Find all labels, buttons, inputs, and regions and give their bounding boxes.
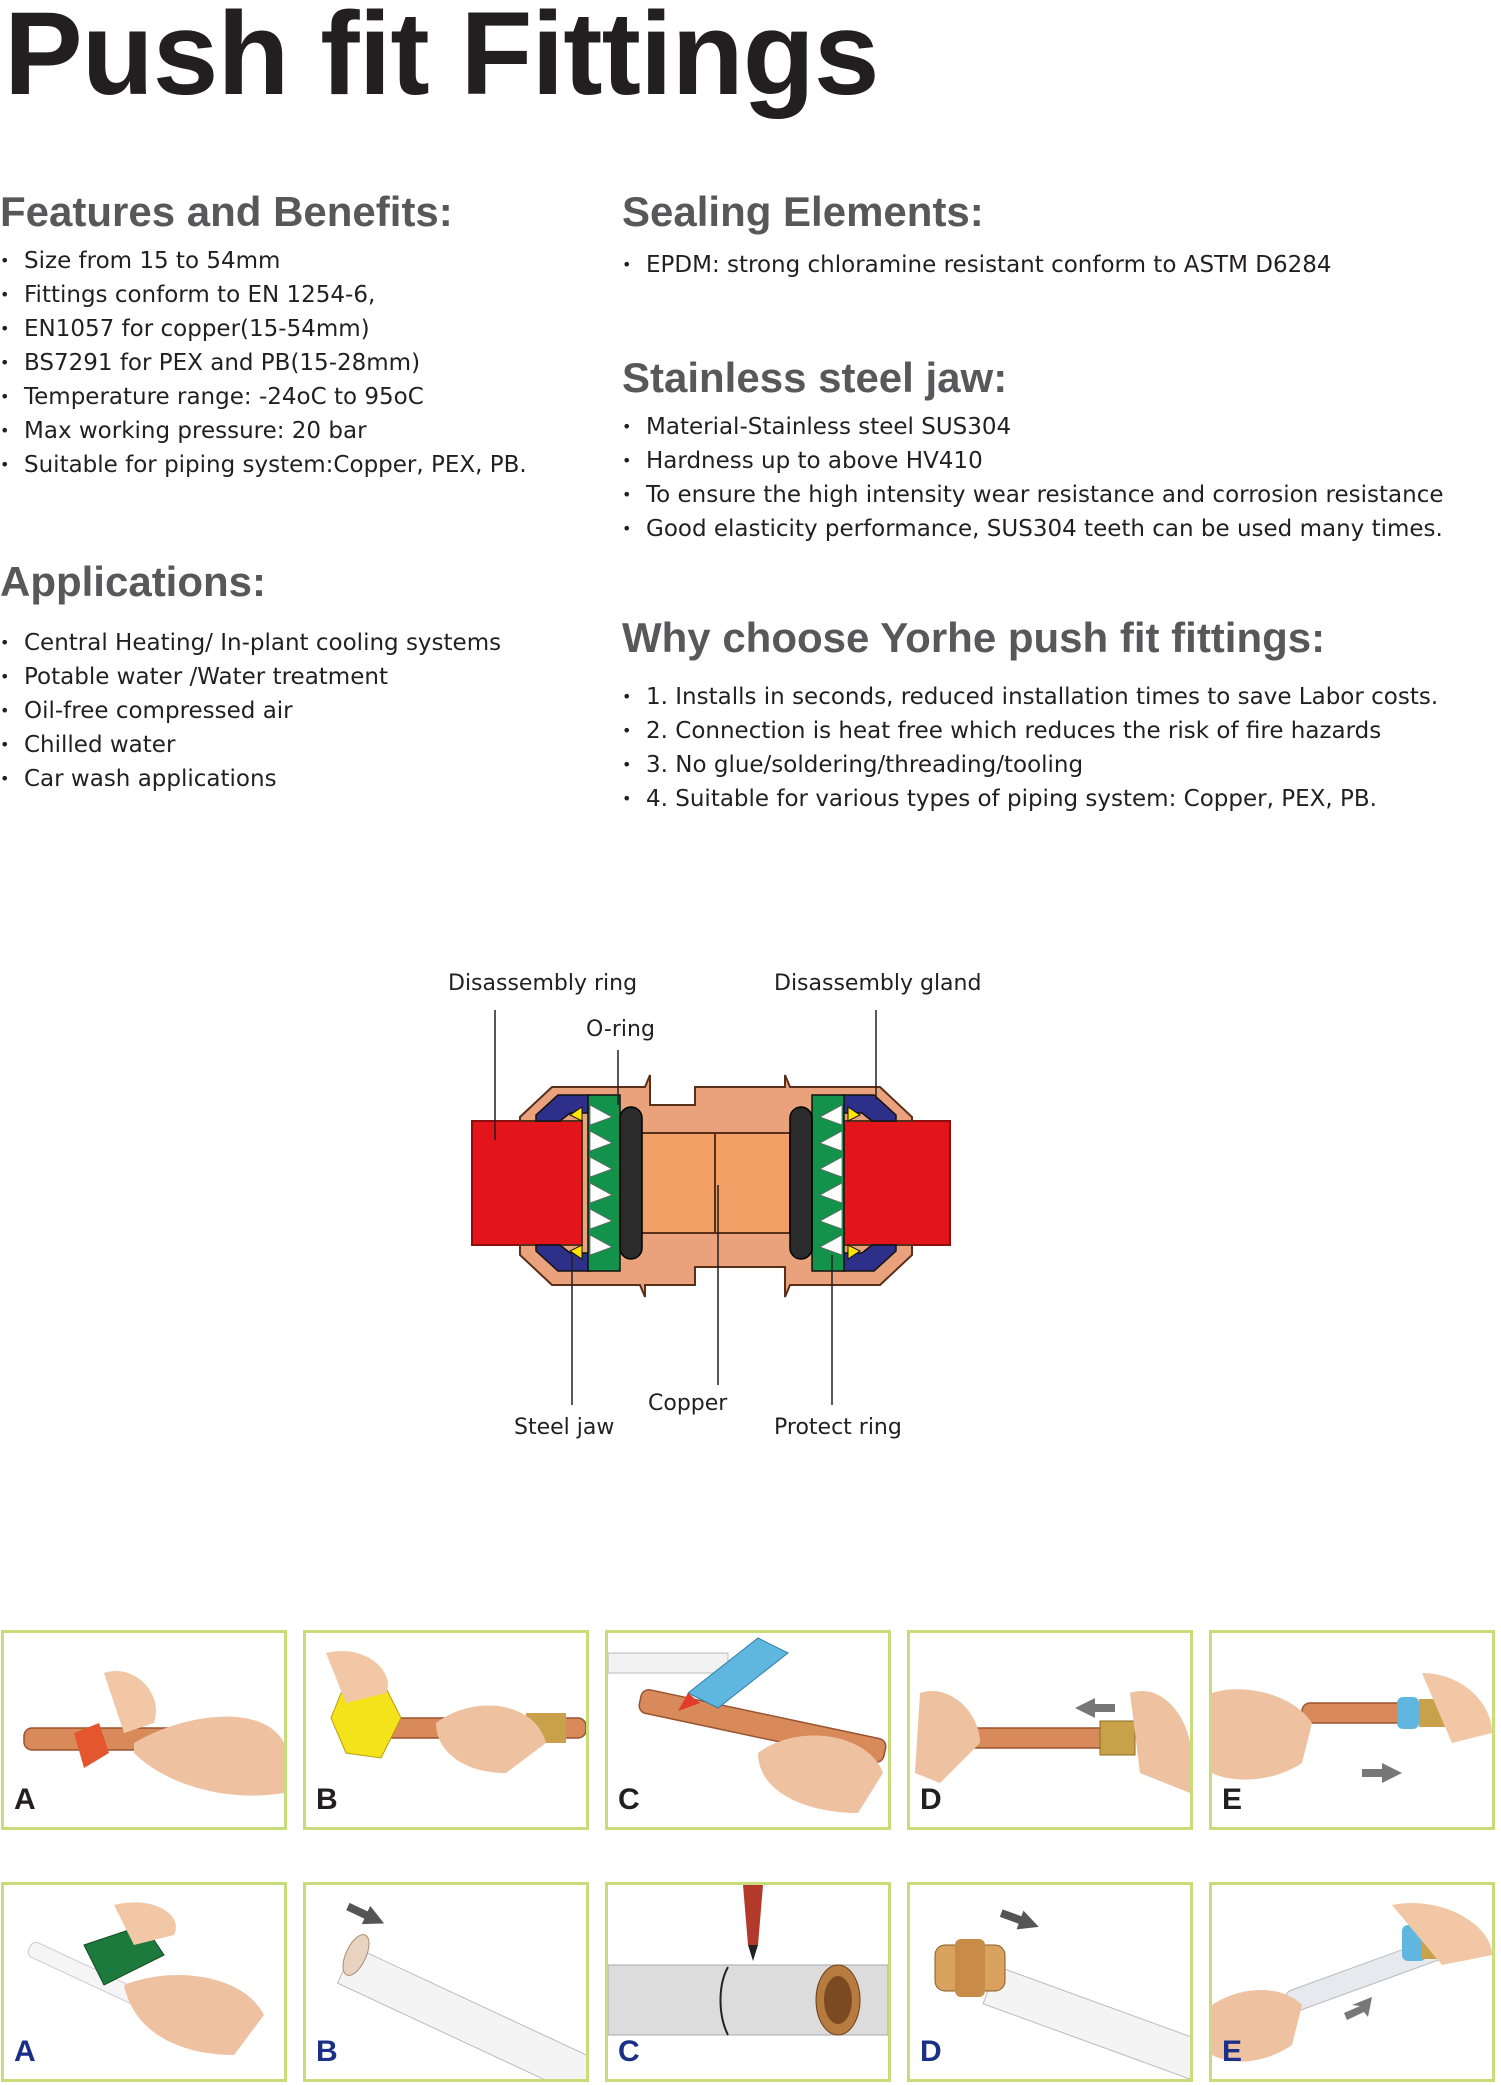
list-item: Temperature range: -24oC to 95oC xyxy=(0,380,527,414)
step-letter: A xyxy=(14,2035,36,2068)
pex-pipe-end-illustration xyxy=(336,1902,586,2079)
features-section: Features and Benefits: Size from 15 to 5… xyxy=(0,188,527,482)
applications-section: Applications: Central Heating/ In-plant … xyxy=(0,558,501,796)
steel-jaw-label: Steel jaw xyxy=(514,1415,615,1440)
list-item: Size from 15 to 54mm xyxy=(0,244,527,278)
copper-label: Copper xyxy=(648,1391,728,1416)
right-jaw-teeth xyxy=(819,1104,843,1256)
list-item: 1. Installs in seconds, reduced installa… xyxy=(622,680,1438,714)
features-heading: Features and Benefits: xyxy=(0,188,453,235)
deburring-copper-pipe-illustration xyxy=(326,1651,586,1773)
list-item: Fittings conform to EN 1254-6, xyxy=(0,278,527,312)
left-pipe xyxy=(471,1120,583,1246)
applications-heading: Applications: xyxy=(0,558,267,605)
right-pipe xyxy=(837,1120,951,1246)
disassembly-ring-label: Disassembly ring xyxy=(448,971,638,996)
list-item: Material-Stainless steel SUS304 xyxy=(622,410,1444,444)
jaw-heading: Stainless steel jaw: xyxy=(622,354,1008,401)
step-letter: A xyxy=(14,1783,36,1816)
list-item: Hardness up to above HV410 xyxy=(622,444,1444,478)
list-item: Good elasticity performance, SUS304 teet… xyxy=(622,512,1444,546)
jaw-list: Material-Stainless steel SUS304 Hardness… xyxy=(622,410,1444,546)
why-heading: Why choose Yorhe push fit fittings: xyxy=(622,614,1326,661)
list-item: Oil-free compressed air xyxy=(0,694,501,728)
disassembly-gland-label: Disassembly gland xyxy=(774,971,982,996)
left-jaw-teeth xyxy=(589,1104,613,1256)
why-section: Why choose Yorhe push fit fittings: 1. I… xyxy=(622,614,1438,816)
step-letter: D xyxy=(920,2035,942,2068)
list-item: Central Heating/ In-plant cooling system… xyxy=(0,626,501,660)
copper-step-e: E xyxy=(1209,1630,1495,1830)
features-list: Size from 15 to 54mm Fittings conform to… xyxy=(0,244,527,482)
step-letter: C xyxy=(618,1783,640,1816)
cutting-pex-pipe-illustration xyxy=(27,1902,264,2055)
checking-connection-illustration xyxy=(1212,1673,1492,1783)
list-item: EN1057 for copper(15-54mm) xyxy=(0,312,527,346)
right-top-protect-ring xyxy=(847,1106,861,1122)
list-item: Chilled water xyxy=(0,728,501,762)
step-letter: B xyxy=(316,2035,338,2068)
jaw-section: Stainless steel jaw: Material-Stainless … xyxy=(622,354,1444,546)
copper-step-a: A xyxy=(1,1630,287,1830)
step-letter: D xyxy=(920,1783,942,1816)
o-ring-label: O-ring xyxy=(586,1017,655,1042)
fitting-cross-section-diagram: Disassembly ring O-ring Disassembly glan… xyxy=(440,955,1000,1455)
marking-insertion-depth-illustration xyxy=(608,1637,887,1813)
step-letter: E xyxy=(1222,1783,1243,1816)
left-top-protect-ring xyxy=(569,1106,583,1122)
fitting-cross-section-illustration xyxy=(471,1010,951,1405)
list-item: Max working pressure: 20 bar xyxy=(0,414,527,448)
list-item: EPDM: strong chloramine resistant confor… xyxy=(622,248,1332,282)
inserting-copper-pipe-illustration xyxy=(915,1691,1190,1793)
cutting-copper-pipe-illustration xyxy=(23,1671,284,1796)
list-item: 2. Connection is heat free which reduces… xyxy=(622,714,1438,748)
copper-step-d: D xyxy=(907,1630,1193,1830)
protect-ring-label: Protect ring xyxy=(774,1415,902,1440)
pex-step-e: E xyxy=(1209,1882,1495,2082)
list-item: Potable water /Water treatment xyxy=(0,660,501,694)
copper-step-b: B xyxy=(303,1630,589,1830)
left-bottom-protect-ring xyxy=(569,1244,583,1260)
step-letter: E xyxy=(1222,2035,1243,2068)
step-letter: B xyxy=(316,1783,338,1816)
checking-pex-connection-illustration xyxy=(1212,1903,1492,2062)
left-o-ring xyxy=(619,1106,643,1260)
list-item: 4. Suitable for various types of piping … xyxy=(622,782,1438,816)
inserting-pex-pipe-illustration xyxy=(934,1909,1190,2079)
marking-pex-pipe-illustration xyxy=(608,1885,888,2036)
why-list: 1. Installs in seconds, reduced installa… xyxy=(622,680,1438,816)
step-letter: C xyxy=(618,2035,640,2068)
list-item: 3. No glue/soldering/threading/tooling xyxy=(622,748,1438,782)
sealing-section: Sealing Elements: EPDM: strong chloramin… xyxy=(622,188,1332,282)
copper-step-c: C xyxy=(605,1630,891,1830)
pex-step-a: A xyxy=(1,1882,287,2082)
applications-list: Central Heating/ In-plant cooling system… xyxy=(0,626,501,796)
list-item: Suitable for piping system:Copper, PEX, … xyxy=(0,448,527,482)
right-o-ring xyxy=(789,1106,813,1260)
pex-step-b: B xyxy=(303,1882,589,2082)
right-bottom-protect-ring xyxy=(847,1244,861,1260)
leader-lines xyxy=(494,1010,877,1405)
pex-step-c: C xyxy=(605,1882,891,2082)
sealing-list: EPDM: strong chloramine resistant confor… xyxy=(622,248,1332,282)
list-item: Car wash applications xyxy=(0,762,501,796)
sealing-heading: Sealing Elements: xyxy=(622,188,984,235)
list-item: BS7291 for PEX and PB(15-28mm) xyxy=(0,346,527,380)
page-title: Push fit Fittings xyxy=(4,0,879,120)
pex-step-d: D xyxy=(907,1882,1193,2082)
list-item: To ensure the high intensity wear resist… xyxy=(622,478,1444,512)
